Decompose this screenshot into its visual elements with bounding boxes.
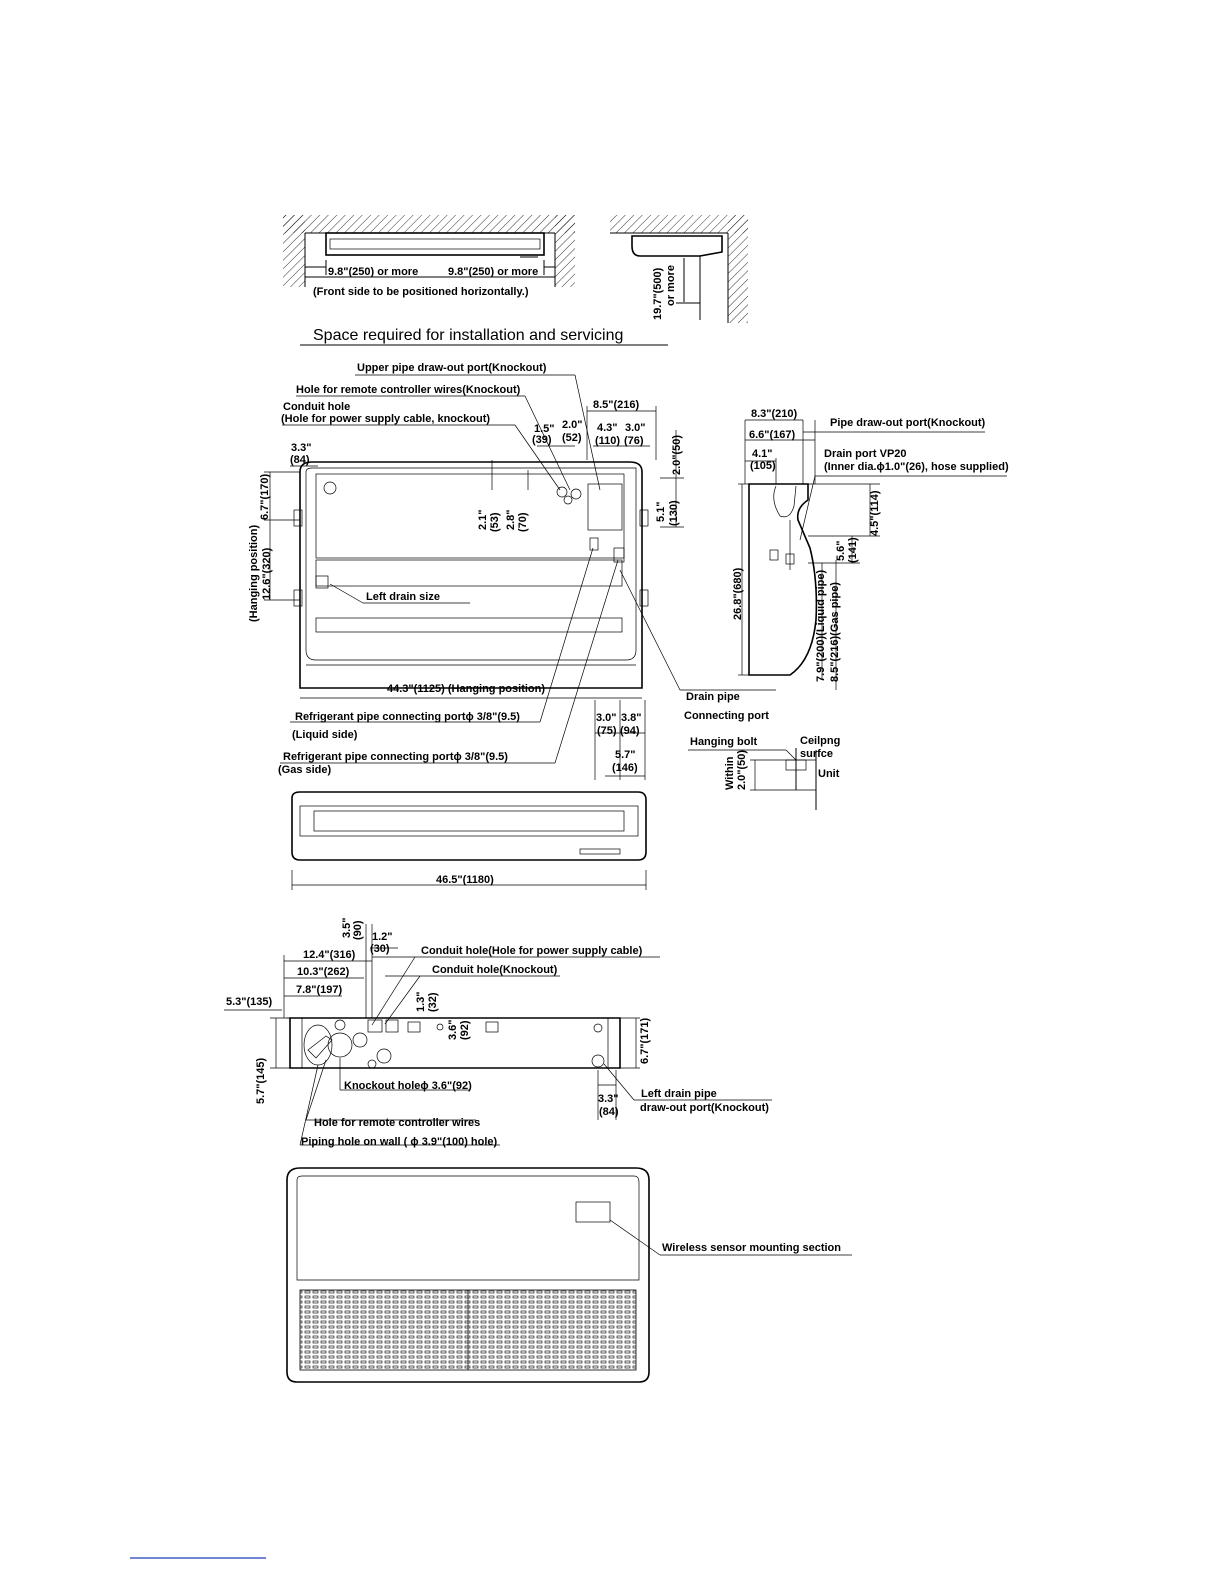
dim-5-6: 5.6" xyxy=(835,540,847,561)
front-side-note: (Front side to be positioned horizontall… xyxy=(313,286,529,298)
surface-label: surfce xyxy=(800,748,833,760)
conduit-knockout-label: Conduit hole(Knockout) xyxy=(432,964,558,976)
dim-6-6: 6.6"(167) xyxy=(749,429,796,441)
left-drain-port-label: draw-out port(Knockout) xyxy=(640,1102,769,1114)
dim-32: (32) xyxy=(427,992,439,1012)
drain-port-label: Drain port VP20 xyxy=(824,448,907,460)
side-view-unit xyxy=(738,419,1007,690)
dim-1-2: 1.2" xyxy=(372,931,393,943)
dim-46-5: 46.5"(1180) xyxy=(436,874,494,886)
unit-label: Unit xyxy=(818,768,840,780)
dim-6-7-171: 6.7"(171) xyxy=(639,1017,651,1064)
dim-3-5: 3.5" xyxy=(341,917,353,938)
dim-146: (146) xyxy=(612,762,638,774)
conduit-hole-label: Conduit hole xyxy=(283,401,350,413)
dim-3-3: 3.3" xyxy=(291,442,312,454)
side-clearance-left: 9.8"(250) or more xyxy=(328,266,418,278)
drain-port-note: (Inner dia.ϕ1.0"(26), hose supplied) xyxy=(824,461,1009,473)
dim-5-1: 5.1" xyxy=(655,501,667,522)
knockout-hole-label: Knockout holeϕ 3.6"(92) xyxy=(344,1080,472,1092)
left-drain-size-label: Left drain size xyxy=(366,591,440,603)
hanging-position-label: (Hanging position) xyxy=(248,525,260,622)
top-view-unit xyxy=(293,461,649,689)
front-clearance-suffix: or more xyxy=(665,265,677,306)
dim-2-0-50-bolt: 2.0"(50) xyxy=(736,750,748,790)
piping-hole-label: Piping hole on wall ( ϕ 3.9"(100) hole) xyxy=(301,1136,498,1148)
hanging-bolt-detail xyxy=(688,748,817,810)
pipe-port-label: Pipe draw-out port(Knockout) xyxy=(830,417,986,429)
dim-52: (52) xyxy=(562,432,582,444)
dim-12-4: 12.4"(316) xyxy=(303,949,356,961)
upper-pipe-port-label: Upper pipe draw-out port(Knockout) xyxy=(357,362,547,374)
clearance-front-view xyxy=(283,215,575,287)
liquid-side-label: (Liquid side) xyxy=(292,729,358,741)
left-drain-pipe-label: Left drain pipe xyxy=(641,1088,717,1100)
top-view-leaders xyxy=(264,374,776,780)
dim-6-7-170: 6.7"(170) xyxy=(259,473,271,520)
dim-2-0: 2.0" xyxy=(562,419,583,431)
dim-3-3-bottom: 3.3" xyxy=(598,1093,619,1105)
refrigerant-port-liquid: Refrigerant pipe connecting portϕ 3/8"(9… xyxy=(295,711,520,723)
dim-90: (90) xyxy=(352,920,364,940)
front-clearance: 19.7"(500) xyxy=(652,267,664,320)
gas-side-label: (Gas side) xyxy=(278,764,332,776)
remote-wires-hole-label: Hole for remote controller wires(Knockou… xyxy=(296,384,521,396)
dim-2-0-50: 2.0"(50) xyxy=(671,435,683,475)
dim-75: (75) xyxy=(597,725,617,737)
dim-110: (110) xyxy=(595,435,620,447)
dim-10-3: 10.3"(262) xyxy=(297,966,350,978)
dim-2-8: 2.8" xyxy=(505,509,517,530)
dim-5-3: 5.3"(135) xyxy=(226,996,273,1008)
within-label: Within xyxy=(724,756,736,790)
dim-105: (105) xyxy=(750,460,776,472)
dim-76: (76) xyxy=(624,435,644,447)
dim-4-3: 4.3" xyxy=(597,422,618,434)
ceiling-label: Ceilpng xyxy=(800,735,840,747)
dim-30: (30) xyxy=(370,943,390,955)
conduit-power-label: Conduit hole(Hole for power supply cable… xyxy=(421,945,643,957)
dim-84: (84) xyxy=(290,454,310,466)
dim-26-8: 26.8"(680) xyxy=(732,567,744,620)
dim-8-3: 8.3"(210) xyxy=(751,408,798,420)
conduit-hole-note: (Hole for power supply cable, knockout) xyxy=(281,413,490,425)
connecting-port-label: Connecting port xyxy=(684,710,769,722)
dim-70: (70) xyxy=(517,512,529,532)
clearance-side-view xyxy=(610,215,748,323)
dim-2-1: 2.1" xyxy=(477,509,489,530)
dim-4-1: 4.1" xyxy=(752,448,773,460)
dim-3-6: 3.6" xyxy=(447,1019,459,1040)
refrigerant-port-gas: Refrigerant pipe connecting portϕ 3/8"(9… xyxy=(283,751,508,763)
remote-wires-label: Hole for remote controller wires xyxy=(314,1117,480,1129)
hanging-bolt-label: Hanging bolt xyxy=(690,736,758,748)
dim-5-7: 5.7" xyxy=(615,749,636,761)
clearance-title: Space required for installation and serv… xyxy=(313,327,623,344)
dim-44-3: 44.3"(1125) (Hanging position) xyxy=(387,683,545,695)
dim-39: (39) xyxy=(532,434,552,446)
dim-3-8: 3.8" xyxy=(621,712,642,724)
dim-3-0: 3.0" xyxy=(625,422,646,434)
dim-7-8: 7.8"(197) xyxy=(296,984,343,996)
dim-84-bottom: (84) xyxy=(599,1106,619,1118)
dim-5-7-145: 5.7"(145) xyxy=(255,1057,267,1104)
dim-4-5: 4.5"(114) xyxy=(869,490,881,536)
wireless-sensor-label: Wireless sensor mounting section xyxy=(662,1242,841,1254)
dim-141: (141) xyxy=(847,537,859,563)
dim-3-0-b: 3.0" xyxy=(596,712,617,724)
dim-7-9-liquid: 7.9"(200)(Liquid pipe) xyxy=(815,569,827,682)
dim-130: (130) xyxy=(668,500,680,526)
dim-12-6-320: 12.6"(320) xyxy=(261,547,273,600)
grille-view-unit xyxy=(286,1167,852,1383)
side-clearance-right: 9.8"(250) or more xyxy=(448,266,538,278)
dim-53: (53) xyxy=(489,512,501,532)
drain-pipe-label: Drain pipe xyxy=(686,691,740,703)
dim-94: (94) xyxy=(620,725,640,737)
dim-8-5-gas: 8.5"(216)(Gas pipe) xyxy=(829,582,841,682)
dim-92: (92) xyxy=(459,1020,471,1040)
front-view-unit xyxy=(291,791,647,890)
dim-8-5: 8.5"(216) xyxy=(593,399,640,411)
dim-1-5: 1.5" xyxy=(534,423,555,435)
bottom-view-leaders xyxy=(224,924,772,1146)
dim-1-3: 1.3" xyxy=(415,991,427,1012)
